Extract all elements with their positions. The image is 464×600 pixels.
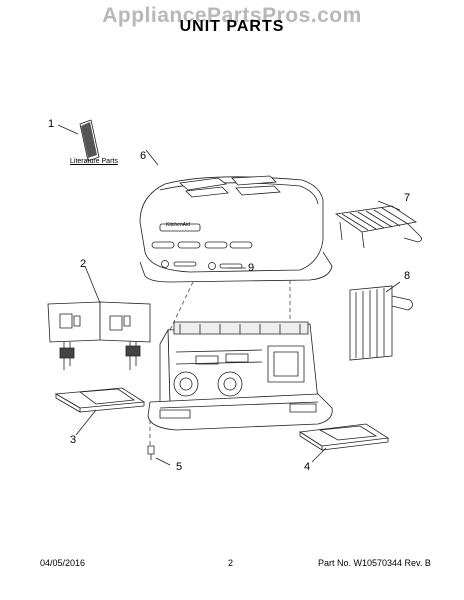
page-title: UNIT PARTS — [179, 18, 285, 35]
brand-badge: KitchenAid — [166, 222, 190, 228]
bun-warmer-rack — [336, 201, 422, 248]
callout-2: 2 — [80, 258, 87, 270]
callout-8: 8 — [404, 270, 411, 282]
footer-page-number: 2 — [228, 558, 234, 568]
crumb-tray-left — [56, 388, 144, 435]
callout-1: 1 — [48, 118, 55, 130]
base-plate — [148, 394, 332, 430]
callout-3: 3 — [70, 434, 77, 446]
footer-date: 04/05/2016 — [40, 558, 86, 568]
control-panel — [48, 266, 150, 370]
footer-part-number: Part No. W10570344 Rev. B — [318, 558, 431, 568]
toast-carriage — [350, 282, 413, 360]
toaster-housing — [140, 150, 332, 282]
foot-screw — [148, 446, 170, 465]
callout-6: 6 — [140, 150, 147, 162]
crumb-tray-right — [300, 424, 388, 462]
watermark: AppliancePartsPros.com — [102, 4, 362, 27]
literature-booklet — [58, 120, 99, 161]
literature-parts-label: Literature Parts — [70, 158, 118, 165]
callout-7: 7 — [404, 192, 411, 204]
callout-9: 9 — [248, 262, 255, 274]
callout-5: 5 — [176, 461, 183, 473]
callout-4: 4 — [304, 461, 311, 473]
